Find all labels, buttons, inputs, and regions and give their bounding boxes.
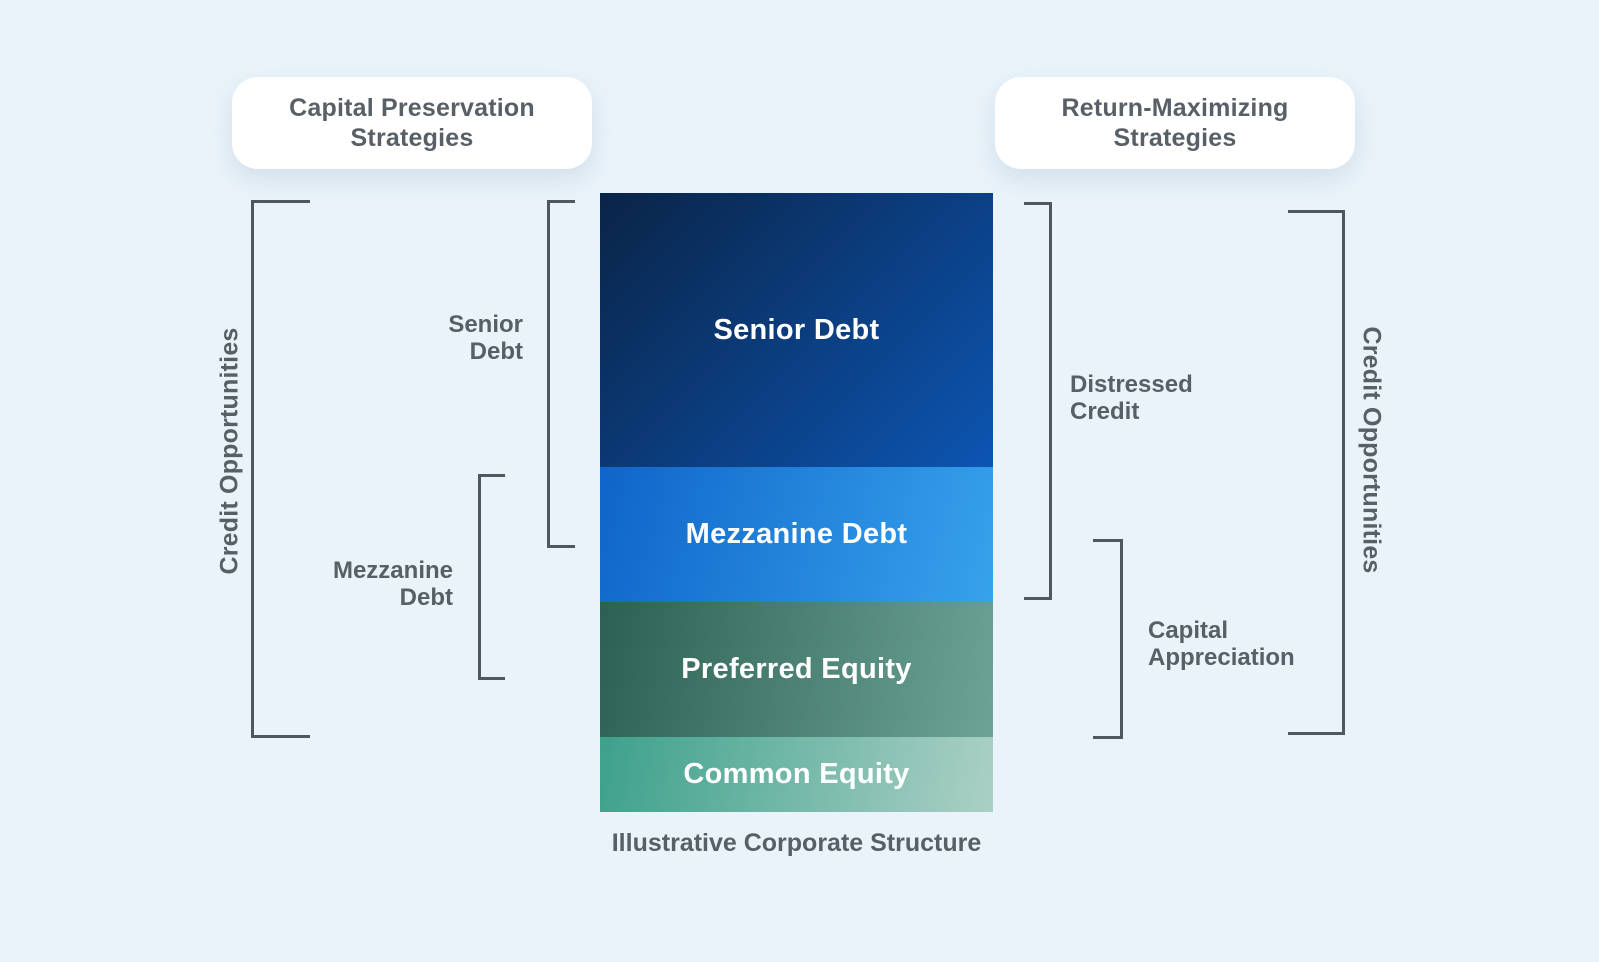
- bracket-credit-opportunities-right: [1288, 210, 1345, 735]
- bracket-mezzanine-debt: [478, 474, 505, 680]
- bracket-distressed-credit: [1024, 202, 1052, 600]
- bracket-credit-opportunities-left: [251, 200, 310, 738]
- bracket-capital-appreciation: [1093, 539, 1123, 739]
- label-distressed-credit: Distressed Credit: [1070, 371, 1193, 425]
- segment-mezzanine-debt-label: Mezzanine Debt: [685, 518, 908, 550]
- segment-common-equity-label: Common Equity: [683, 758, 910, 790]
- label-senior-debt: Senior Debt: [448, 311, 523, 365]
- segment-senior-debt: Senior Debt: [600, 193, 993, 467]
- segment-preferred-equity-label: Preferred Equity: [681, 653, 912, 685]
- header-capital-preservation-strategies: Capital Preservation Strategies: [232, 77, 592, 169]
- header-return-maximizing-strategies: Return-Maximizing Strategies: [995, 77, 1355, 169]
- label-capital-appreciation: Capital Appreciation: [1148, 617, 1295, 671]
- diagram-caption: Illustrative Corporate Structure: [611, 829, 982, 857]
- segment-mezzanine-debt: Mezzanine Debt: [600, 467, 993, 602]
- label-mezzanine-debt: Mezzanine Debt: [332, 557, 453, 611]
- label-credit-opportunities-right: Credit Opportunities: [1357, 326, 1386, 574]
- segment-common-equity: Common Equity: [600, 737, 993, 812]
- segment-senior-debt-label: Senior Debt: [713, 313, 880, 346]
- bracket-senior-debt: [547, 200, 575, 548]
- segment-preferred-equity: Preferred Equity: [600, 602, 993, 737]
- label-credit-opportunities-left: Credit Opportunities: [215, 327, 244, 575]
